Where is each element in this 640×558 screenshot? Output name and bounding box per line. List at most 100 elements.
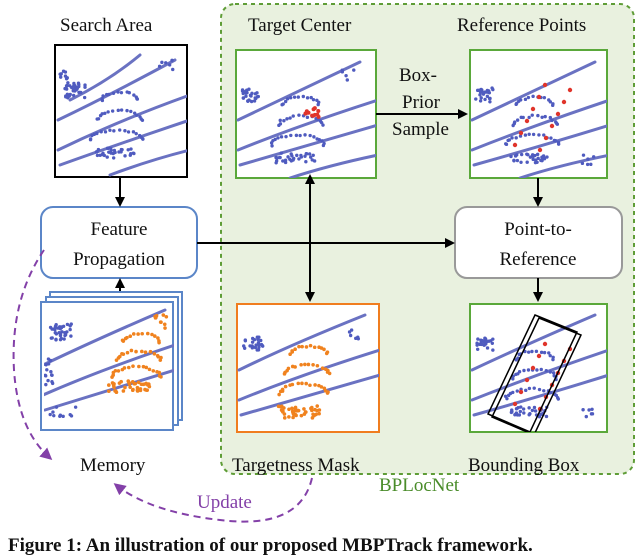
point	[512, 142, 518, 148]
point	[551, 357, 555, 362]
point	[521, 115, 525, 120]
point	[511, 377, 515, 381]
point	[171, 67, 175, 72]
point	[125, 335, 129, 340]
point	[534, 349, 539, 354]
point	[100, 112, 104, 116]
point	[527, 115, 531, 120]
point	[54, 405, 59, 409]
point	[241, 91, 245, 96]
point	[584, 414, 588, 419]
point	[130, 388, 135, 392]
point	[132, 93, 136, 97]
point	[158, 358, 163, 362]
point	[544, 414, 549, 419]
point	[290, 349, 294, 353]
point	[291, 415, 295, 420]
point	[555, 122, 560, 126]
point	[316, 114, 321, 119]
point	[141, 137, 145, 141]
point	[513, 154, 518, 158]
point	[77, 90, 81, 95]
point	[325, 391, 330, 395]
point	[512, 120, 517, 124]
point	[69, 334, 73, 338]
point	[556, 397, 561, 401]
point	[286, 366, 291, 371]
point	[102, 153, 107, 158]
point	[46, 357, 51, 361]
targetness-mask-label: Targetness Mask	[232, 455, 360, 476]
point	[101, 94, 105, 98]
point	[303, 154, 307, 158]
point	[63, 74, 68, 78]
point	[308, 155, 313, 159]
point	[61, 414, 65, 419]
point	[317, 411, 321, 416]
point	[480, 342, 484, 347]
point	[548, 370, 552, 374]
point	[274, 161, 278, 165]
point	[304, 345, 309, 349]
point	[281, 409, 285, 413]
point	[306, 362, 311, 367]
point	[527, 132, 531, 136]
point	[308, 383, 312, 388]
point	[474, 97, 478, 101]
point	[95, 153, 100, 158]
point	[145, 331, 150, 336]
reference-points-title: Reference Points	[457, 15, 586, 36]
point	[111, 156, 116, 160]
point	[314, 412, 318, 417]
reference-points-panel	[469, 49, 608, 179]
point	[61, 69, 66, 73]
search-area-title: Search Area	[60, 15, 153, 36]
point	[119, 379, 123, 384]
point	[278, 122, 283, 126]
point	[535, 152, 540, 157]
update-arrow-loop-fp	[12, 249, 53, 460]
point	[286, 155, 290, 159]
point	[92, 132, 96, 137]
point	[58, 72, 62, 76]
point	[289, 96, 293, 100]
point	[528, 155, 533, 159]
point	[276, 136, 280, 140]
point	[537, 415, 542, 419]
point	[581, 408, 585, 412]
point	[536, 94, 542, 100]
point	[525, 160, 529, 164]
point	[548, 115, 553, 120]
point	[542, 133, 546, 137]
point	[304, 152, 309, 156]
point	[307, 152, 312, 156]
point	[518, 98, 523, 102]
point	[294, 133, 299, 138]
point	[94, 150, 99, 154]
point	[518, 130, 524, 136]
point	[542, 82, 548, 88]
point-to-reference-box: Point-to- Reference	[454, 206, 623, 279]
point-to-reference-line1: Point-to-	[504, 219, 572, 240]
feature-propagation-line1: Feature	[91, 219, 148, 240]
point	[519, 152, 524, 157]
point	[111, 91, 116, 95]
point	[315, 363, 320, 368]
point	[526, 350, 531, 354]
point	[483, 97, 487, 102]
point	[305, 115, 310, 120]
point	[151, 369, 156, 373]
point	[48, 412, 52, 417]
point	[159, 375, 163, 379]
point	[490, 341, 495, 345]
point	[161, 313, 166, 317]
point	[257, 345, 261, 349]
point	[512, 401, 518, 407]
target-center-panel	[235, 49, 377, 179]
point	[114, 390, 119, 395]
point	[348, 333, 353, 338]
point	[134, 131, 138, 136]
point	[295, 408, 300, 413]
point	[530, 365, 536, 371]
